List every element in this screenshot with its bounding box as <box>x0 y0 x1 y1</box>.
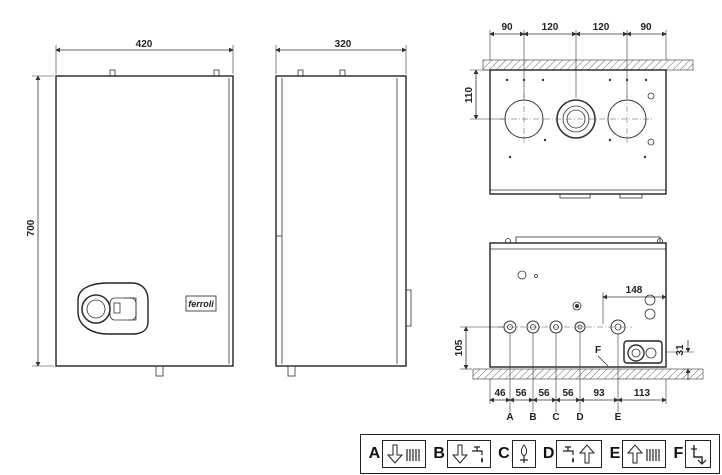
legend-item-d: D <box>543 440 603 468</box>
conn-label-a: A <box>506 412 513 423</box>
legend-letter: C <box>498 445 510 462</box>
f-label: F <box>595 345 601 356</box>
heating-return-icon <box>622 440 667 468</box>
legend-letter: B <box>433 445 445 462</box>
bottom-small-dim: 31 <box>675 344 686 356</box>
logo-text: ferroli <box>188 299 214 309</box>
side-view: 320 <box>275 39 412 377</box>
spacing-dim-6: 113 <box>634 388 651 399</box>
cold-water-inlet-icon <box>556 440 603 468</box>
spacing-dim-5: 93 <box>593 388 605 399</box>
top-dim-1: 90 <box>501 22 513 33</box>
bottom-width-dim: 148 <box>626 285 643 296</box>
spacing-dim-3: 56 <box>538 388 550 399</box>
side-depth-label: 320 <box>335 39 352 50</box>
legend-letter: E <box>609 445 621 462</box>
legend-letter: F <box>673 445 684 462</box>
legend-item-c: C <box>498 440 536 468</box>
bottom-height-dim: 105 <box>454 339 465 356</box>
logo-icon <box>185 295 217 312</box>
front-view: ferroli 420 700 <box>26 39 234 377</box>
spacing-dim-4: 56 <box>562 388 574 399</box>
top-height-dim: 110 <box>464 86 475 103</box>
legend-item-b: B <box>433 440 491 468</box>
top-dim-4: 90 <box>640 22 652 33</box>
hot-water-outlet-icon <box>446 440 491 468</box>
legend-item-f: F <box>674 440 712 468</box>
safety-valve-drain-icon <box>685 440 712 468</box>
heating-flow-icon <box>382 440 427 468</box>
bottom-view: F 148 105 31 46 56 56 56 93 <box>454 236 704 423</box>
spacing-dim-1: 46 <box>494 388 506 399</box>
front-height-label: 700 <box>26 219 37 236</box>
legend-letter: D <box>542 445 555 462</box>
spacing-dim-2: 56 <box>515 388 527 399</box>
top-dim-3: 120 <box>593 22 610 33</box>
conn-label-b: B <box>529 412 536 423</box>
control-panel <box>77 282 149 335</box>
legend-item-e: E <box>610 440 667 468</box>
top-dim-2: 120 <box>542 22 559 33</box>
front-width-label: 420 <box>136 39 153 50</box>
side-body <box>275 75 407 367</box>
legend-letter: A <box>368 445 381 462</box>
legend-item-a: A <box>369 440 427 468</box>
conn-label-e: E <box>615 412 622 423</box>
gas-inlet-icon <box>511 440 536 468</box>
conn-label-d: D <box>576 412 583 423</box>
top-view: 90 120 120 90 110 <box>464 22 694 199</box>
connection-legend: A B C D <box>360 434 720 474</box>
conn-label-c: C <box>552 412 559 423</box>
